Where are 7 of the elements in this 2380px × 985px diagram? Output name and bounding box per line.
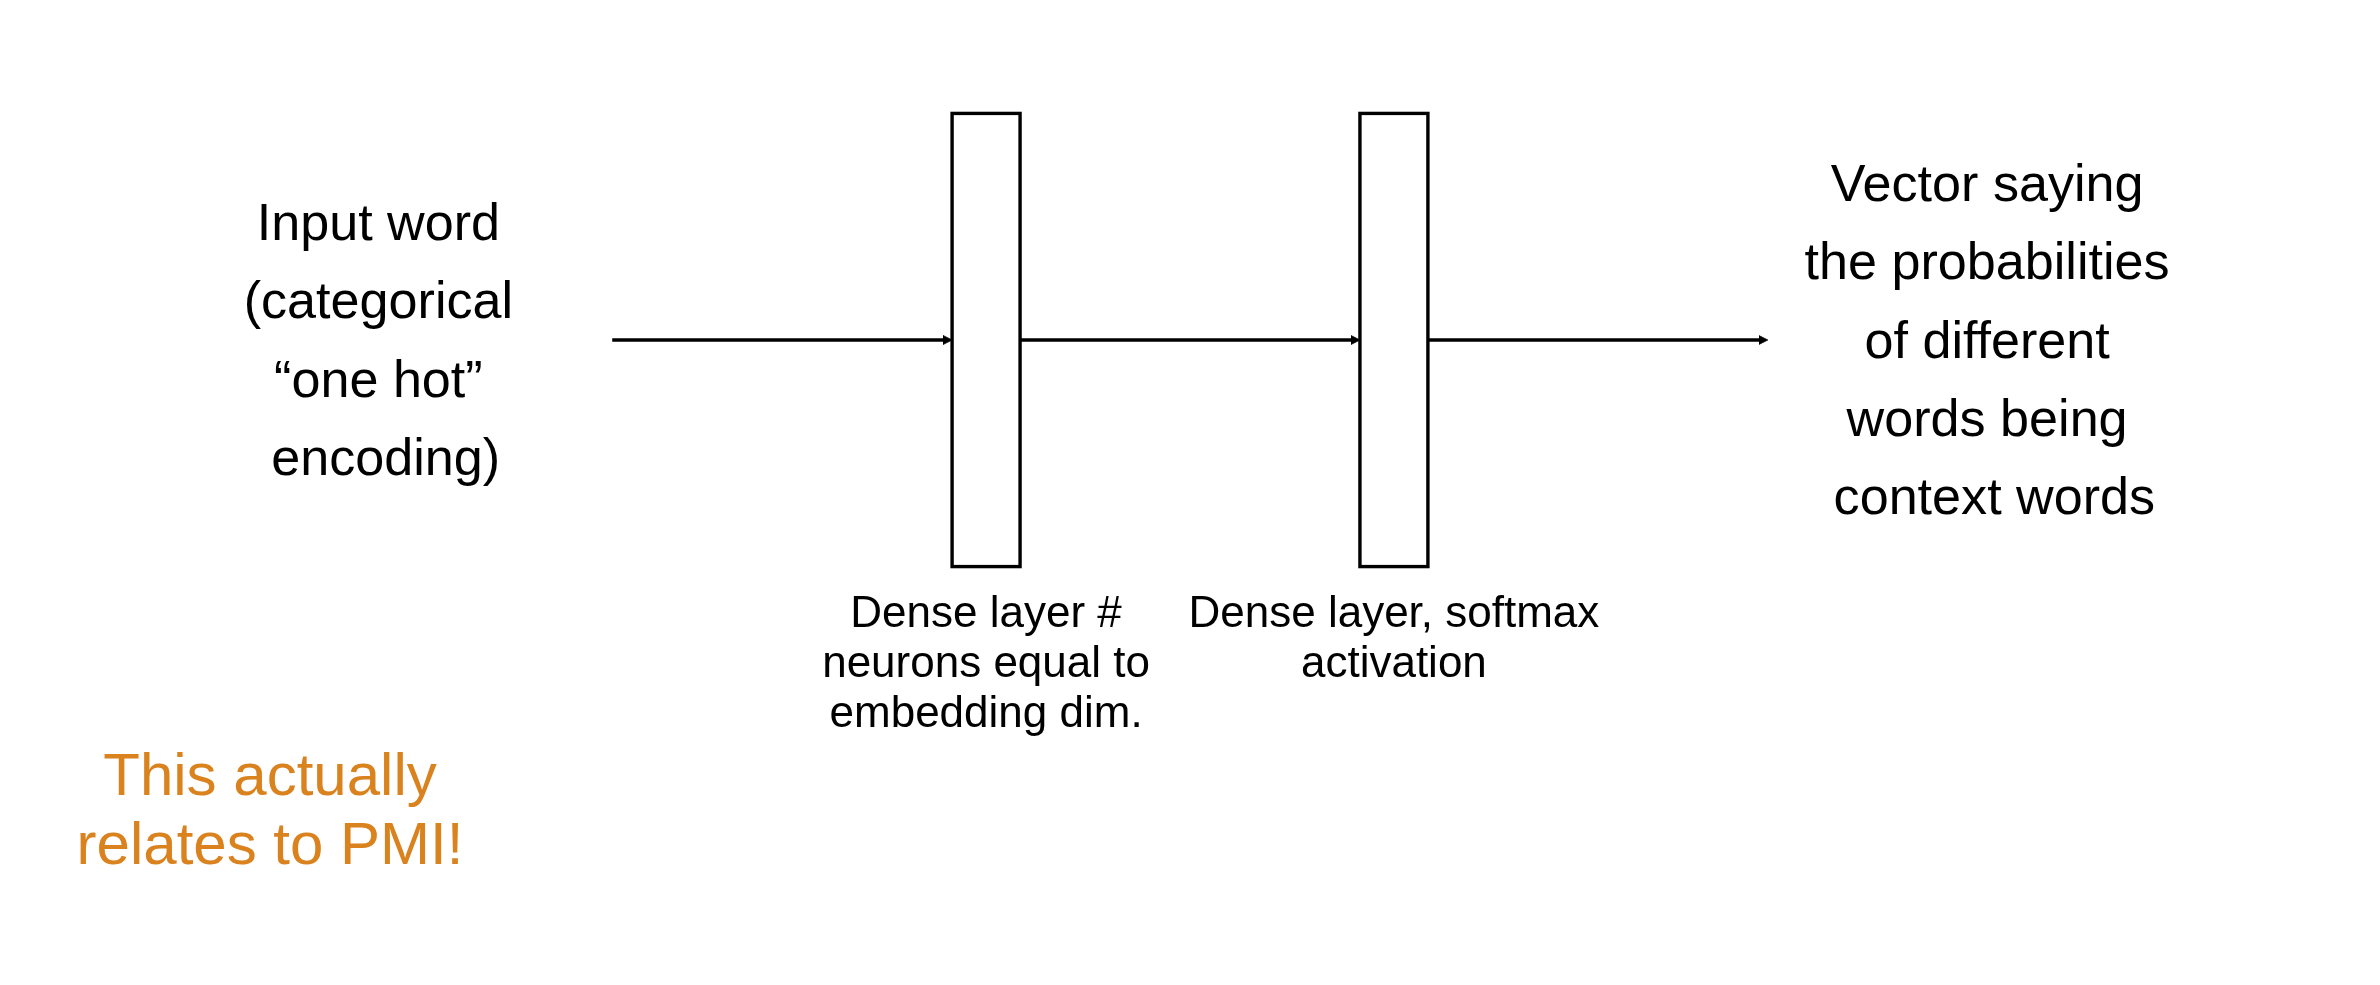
note-text: This actually relates to PMI! [75,740,465,878]
node-box [950,111,1022,569]
node-text: Input word (categorical “one hot” encoding) [243,192,514,487]
layer-caption: Dense layer # neurons equal to embedding dim. [821,586,1151,737]
node-text: Vector saying the probabilities of different words being context words [1804,153,2170,526]
layer-caption: Dense layer, softmax activation [1187,586,1601,687]
node-box [1358,111,1430,569]
